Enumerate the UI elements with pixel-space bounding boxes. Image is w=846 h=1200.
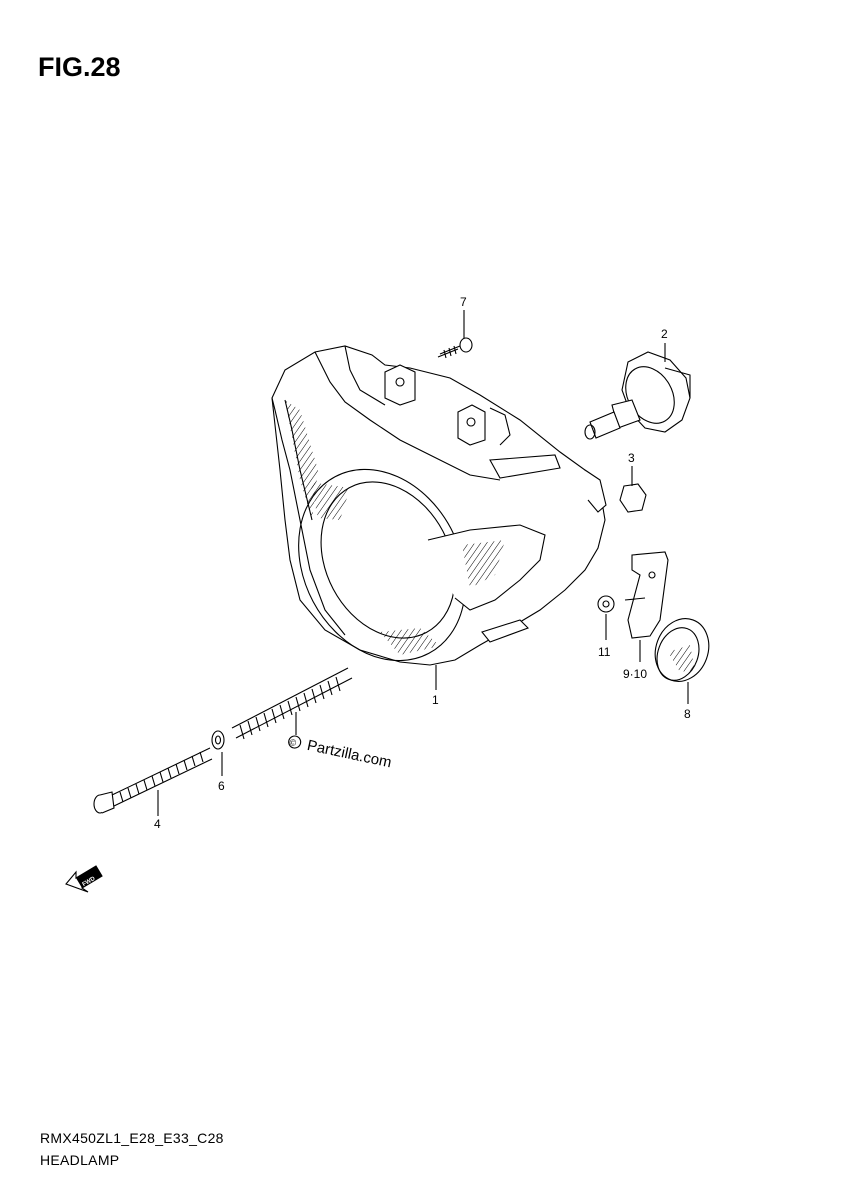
leader-lines <box>157 310 689 816</box>
section-name: HEADLAMP <box>40 1152 120 1168</box>
callout-3: 3 <box>628 451 635 465</box>
nut-part-3 <box>619 483 647 513</box>
callout-labels: 7 2 3 11 9·10 8 1 6 4 <box>154 295 691 831</box>
screw-part-7 <box>437 337 473 359</box>
bracket-part-9-10 <box>624 551 669 639</box>
nut-part-11 <box>597 595 615 613</box>
watermark: © Partzilla.com <box>288 735 394 771</box>
callout-8: 8 <box>684 707 691 721</box>
callout-7: 7 <box>460 295 467 309</box>
spring <box>231 667 353 740</box>
copyright-symbol: © <box>289 737 298 748</box>
callout-1: 1 <box>432 693 439 707</box>
bolt-part-4 <box>93 747 213 814</box>
bulb-part-2 <box>584 351 691 440</box>
headlamp-housing <box>271 345 607 666</box>
callout-2: 2 <box>661 327 668 341</box>
washer-part-6 <box>211 730 225 750</box>
callout-6: 6 <box>218 779 225 793</box>
callout-4: 4 <box>154 817 161 831</box>
callout-9-10: 9·10 <box>623 667 647 681</box>
watermark-text: Partzilla.com <box>306 737 394 771</box>
reflector-part-8 <box>654 618 710 682</box>
model-code: RMX450ZL1_E28_E33_C28 <box>40 1130 224 1146</box>
fwd-arrow-icon: FWD <box>65 865 103 893</box>
callout-11: 11 <box>598 645 611 659</box>
figure-title: FIG.28 <box>38 52 121 82</box>
